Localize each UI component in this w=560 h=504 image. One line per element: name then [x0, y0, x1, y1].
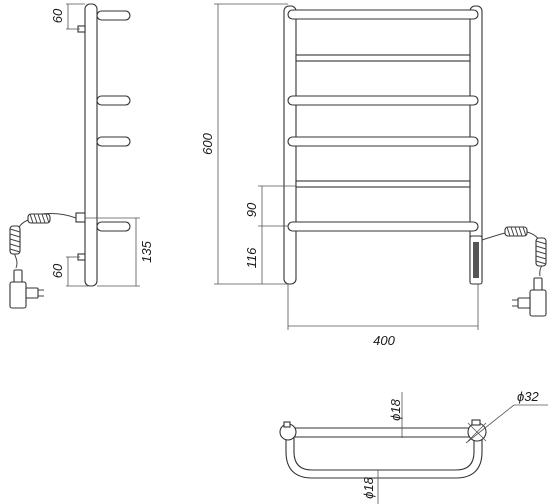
dim-front-116: 116	[244, 247, 259, 268]
dim-front-600: 600	[200, 132, 215, 154]
side-heater-cable	[9, 213, 77, 309]
side-rung-4	[96, 221, 131, 232]
side-view: 60 60 135	[9, 3, 154, 309]
front-plug-icon	[529, 289, 547, 317]
side-rung-1	[96, 10, 131, 21]
front-view: 600 90 116 400	[200, 3, 547, 348]
dim-front-90: 90	[244, 202, 259, 217]
front-rung-1	[287, 9, 479, 20]
side-vertical-pipe	[84, 3, 98, 287]
front-rung-4	[287, 136, 479, 147]
dim-front-400: 400	[373, 333, 395, 348]
dim-top-d18-lower: ϕ18	[361, 476, 376, 498]
front-rung-3	[287, 95, 479, 106]
top-straight-bar	[285, 427, 483, 438]
side-rung-2	[96, 95, 131, 106]
dim-side-60-bottom: 60	[50, 263, 65, 278]
top-u-rung	[285, 431, 483, 479]
side-plug-icon	[9, 281, 27, 309]
top-view: ϕ18 ϕ18 ϕ32	[279, 389, 548, 504]
front-rung-2	[295, 54, 471, 62]
front-heater-cable	[481, 226, 547, 317]
side-heater-connector	[75, 212, 86, 223]
dim-side-60-top: 60	[50, 8, 65, 23]
dim-top-d32: ϕ32	[517, 389, 539, 404]
dim-top-d18-upper: ϕ18	[388, 398, 403, 420]
front-rung-6	[287, 221, 479, 232]
side-rung-3	[96, 136, 131, 147]
dim-side-135: 135	[139, 240, 154, 262]
front-rung-5	[295, 180, 471, 188]
